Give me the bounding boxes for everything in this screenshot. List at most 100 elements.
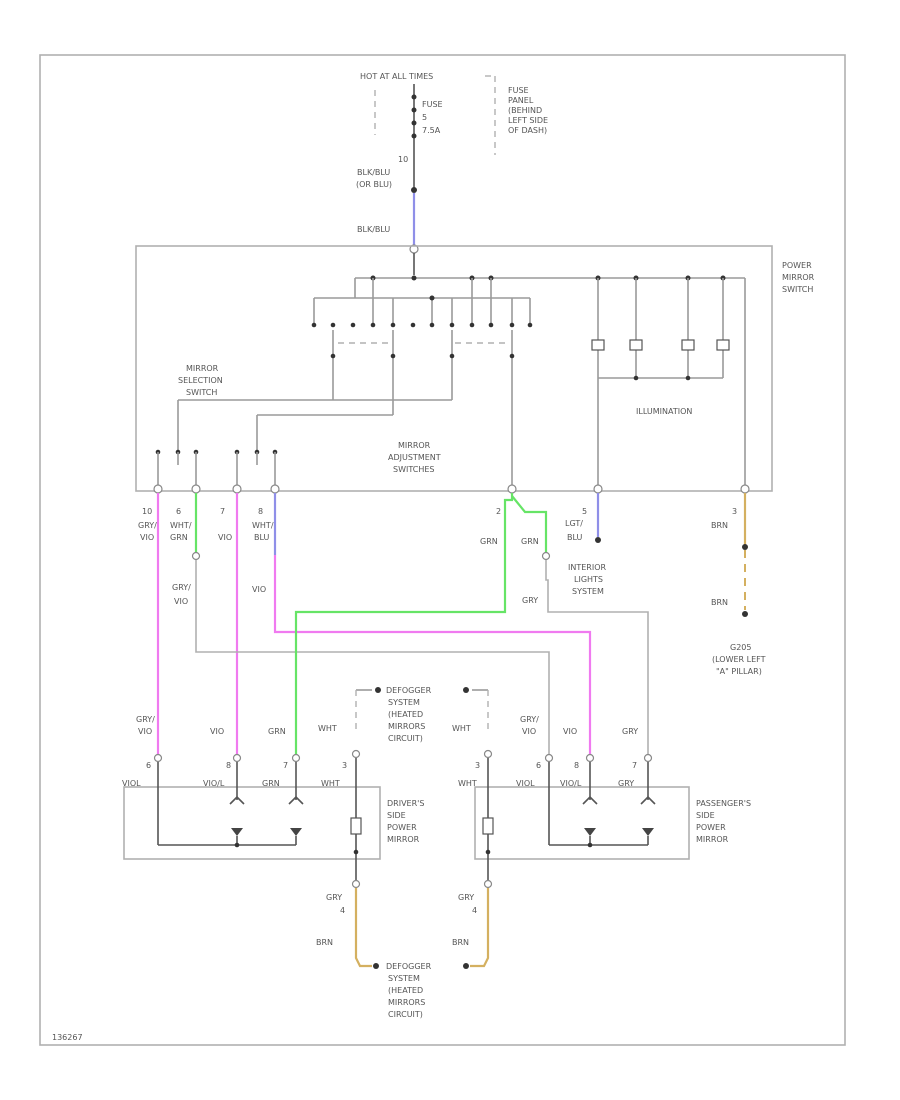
svg-text:7: 7 — [220, 507, 225, 516]
wire-label-blk-blu: BLK/BLU — [357, 168, 390, 177]
mirror-selection-switch-label: MIRROR SELECTION SWITCH — [178, 364, 223, 397]
svg-text:VIO: VIO — [138, 727, 152, 736]
svg-text:WHT: WHT — [321, 779, 340, 788]
svg-text:MIRROR: MIRROR — [186, 364, 219, 373]
svg-text:6: 6 — [176, 507, 181, 516]
svg-text:FUSE: FUSE — [422, 100, 443, 109]
svg-text:VIO: VIO — [563, 727, 577, 736]
svg-text:BRN: BRN — [316, 938, 333, 947]
interior-lights-label: INTERIOR LIGHTS SYSTEM — [568, 563, 607, 596]
driver-mirror-motors — [231, 828, 302, 836]
switch-contacts — [311, 322, 533, 328]
wire-label-or-blu: (OR BLU) — [356, 180, 392, 189]
svg-text:8: 8 — [258, 507, 263, 516]
svg-text:VIO/L: VIO/L — [560, 779, 582, 788]
svg-text:3: 3 — [342, 761, 347, 770]
mirror-adjustment-switches-label: MIRROR ADJUSTMENT SWITCHES — [388, 441, 441, 474]
svg-text:VIO: VIO — [522, 727, 536, 736]
driver-mirror-label: DRIVER'S SIDE POWER MIRROR — [387, 799, 424, 844]
svg-text:GRN: GRN — [268, 727, 286, 736]
power-mirror-switch-box — [135, 245, 773, 492]
svg-text:MIRROR: MIRROR — [398, 441, 431, 450]
svg-text:LEFT SIDE: LEFT SIDE — [508, 116, 548, 125]
svg-text:SWITCH: SWITCH — [782, 285, 813, 294]
svg-text:INTERIOR: INTERIOR — [568, 563, 607, 572]
gray-wire-interior — [545, 560, 649, 755]
svg-text:VIO: VIO — [252, 585, 266, 594]
brown-wire-defogger-right — [470, 888, 490, 968]
illumination-bulbs — [591, 339, 730, 351]
svg-text:POWER: POWER — [387, 823, 417, 832]
svg-text:BLU: BLU — [254, 533, 270, 542]
svg-text:BRN: BRN — [452, 938, 469, 947]
diagram-frame — [39, 54, 846, 1046]
svg-text:SYSTEM: SYSTEM — [388, 698, 420, 707]
svg-text:LGT/: LGT/ — [565, 519, 583, 528]
defogger-label-top: DEFOGGER SYSTEM (HEATED MIRRORS CIRCUIT) — [386, 686, 432, 743]
svg-text:SIDE: SIDE — [696, 811, 715, 820]
svg-text:MIRROR: MIRROR — [782, 273, 815, 282]
svg-text:SIDE: SIDE — [387, 811, 406, 820]
pink-wire-to-passenger — [273, 555, 592, 755]
svg-text:(HEATED: (HEATED — [388, 710, 423, 719]
svg-text:SELECTION: SELECTION — [178, 376, 223, 385]
svg-text:ADJUSTMENT: ADJUSTMENT — [388, 453, 441, 462]
svg-text:4: 4 — [472, 906, 477, 915]
svg-text:(BEHIND: (BEHIND — [508, 106, 542, 115]
svg-text:CIRCUIT): CIRCUIT) — [388, 734, 423, 743]
svg-text:3: 3 — [475, 761, 480, 770]
svg-text:GRY/: GRY/ — [172, 583, 191, 592]
svg-text:PASSENGER'S: PASSENGER'S — [696, 799, 751, 808]
wht-label-right: WHT — [452, 724, 471, 733]
svg-text:(HEATED: (HEATED — [388, 986, 423, 995]
svg-text:SWITCH: SWITCH — [186, 388, 217, 397]
svg-text:BRN: BRN — [711, 521, 728, 530]
svg-text:SYSTEM: SYSTEM — [572, 587, 604, 596]
svg-text:VIO: VIO — [218, 533, 232, 542]
svg-text:FUSE: FUSE — [508, 86, 529, 95]
svg-text:GRY/: GRY/ — [138, 521, 157, 530]
bottom-wire-labels: GRY 4 GRY 4 BRN BRN — [316, 893, 477, 947]
svg-text:VIO: VIO — [210, 727, 224, 736]
svg-text:GRN: GRN — [521, 537, 539, 546]
svg-text:VIO: VIO — [140, 533, 154, 542]
driver-mirror-box — [123, 786, 381, 860]
svg-text:GRY: GRY — [618, 779, 634, 788]
fuse-label: FUSE 5 7.5A — [422, 100, 443, 135]
svg-text:DEFOGGER: DEFOGGER — [386, 686, 432, 695]
svg-text:8: 8 — [226, 761, 231, 770]
fuse-pin-number: 10 — [398, 155, 408, 164]
driver-heater-element — [350, 817, 362, 835]
svg-text:GRY/: GRY/ — [136, 715, 155, 724]
wire-label-blk-blu-2: BLK/BLU — [357, 225, 390, 234]
svg-text:GRN: GRN — [170, 533, 188, 542]
svg-text:OF DASH): OF DASH) — [508, 126, 547, 135]
svg-text:CIRCUIT): CIRCUIT) — [388, 1010, 423, 1019]
svg-text:7: 7 — [283, 761, 288, 770]
svg-text:6: 6 — [146, 761, 151, 770]
svg-text:BRN: BRN — [711, 598, 728, 607]
svg-text:2: 2 — [496, 507, 501, 516]
svg-text:VIO/L: VIO/L — [203, 779, 225, 788]
svg-text:LIGHTS: LIGHTS — [574, 575, 603, 584]
switch-pin-labels: 10 GRY/ VIO 6 WHT/ GRN 7 VIO 8 WHT/ BLU … — [138, 507, 737, 546]
passenger-mirror-motors — [584, 828, 654, 836]
passenger-mirror-label: PASSENGER'S SIDE POWER MIRROR — [696, 799, 751, 844]
passenger-mirror-pins: GRY/ VIO VIO GRY 3 6 8 7 WHT VIOL VIO/L … — [458, 715, 638, 788]
svg-text:7.5A: 7.5A — [422, 126, 441, 135]
svg-text:VIOL: VIOL — [122, 779, 141, 788]
svg-text:GRY: GRY — [326, 893, 342, 902]
svg-text:3: 3 — [732, 507, 737, 516]
hot-at-all-times-label: HOT AT ALL TIMES — [360, 72, 433, 81]
svg-text:7: 7 — [632, 761, 637, 770]
wht-label-left: WHT — [318, 724, 337, 733]
svg-text:POWER: POWER — [696, 823, 726, 832]
svg-text:POWER: POWER — [782, 261, 812, 270]
svg-text:6: 6 — [536, 761, 541, 770]
defogger-label-bottom: DEFOGGER SYSTEM (HEATED MIRRORS CIRCUIT) — [386, 962, 432, 1019]
svg-text:8: 8 — [574, 761, 579, 770]
passenger-mirror-box — [474, 786, 690, 860]
svg-text:(LOWER LEFT: (LOWER LEFT — [712, 655, 766, 664]
svg-text:GRN: GRN — [480, 537, 498, 546]
